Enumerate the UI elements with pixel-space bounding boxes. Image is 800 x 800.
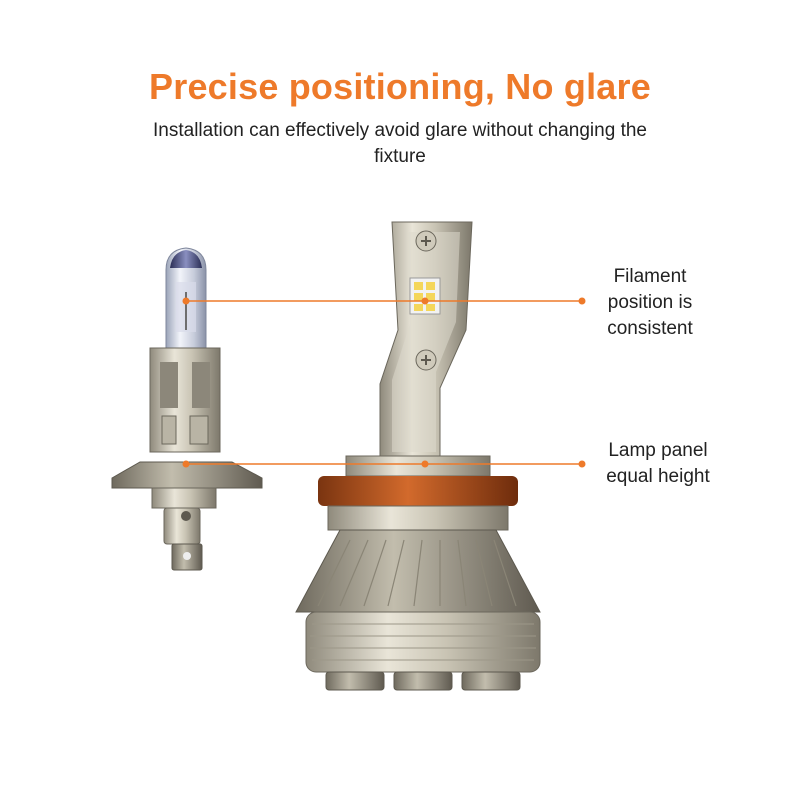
lamp-panel-callout: Lamp panel equal height [606, 440, 710, 487]
filament-leader-line [182, 297, 586, 305]
halogen-h1-bulb-icon [111, 247, 263, 571]
page-subtitle: Installation can effectively avoid glare… [153, 120, 647, 167]
filament-callout: Filament position is consistent [607, 266, 693, 339]
lamp-panel-leader-line [182, 460, 586, 468]
led-h11-bulb-icon [295, 221, 541, 691]
page-title: Precise positioning, No glare [149, 66, 651, 107]
